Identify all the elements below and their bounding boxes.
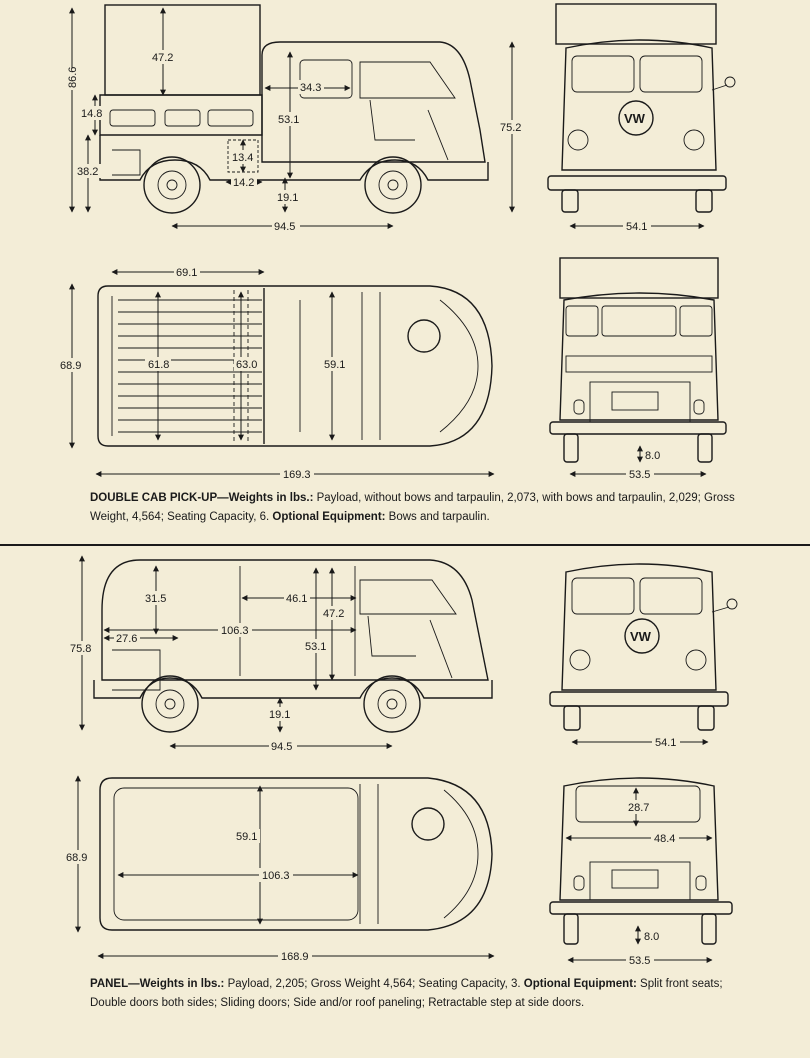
- dim-label: 106.3: [221, 625, 249, 637]
- dim-label: 47.2: [323, 608, 344, 620]
- dim-label: 13.4: [232, 152, 253, 164]
- panel-title: PANEL—Weights in lbs.:: [90, 978, 225, 990]
- dim-label: 75.8: [70, 643, 91, 655]
- dim-label: 68.9: [60, 360, 81, 372]
- dim-label: 59.1: [324, 359, 345, 371]
- dim-label: 54.1: [626, 221, 647, 233]
- dim-label: 28.7: [628, 802, 649, 814]
- dim-label: 8.0: [644, 931, 659, 943]
- dim-label: 14.2: [233, 177, 254, 189]
- panel-top-view: 68.9 59.1 106.3 168.9: [64, 775, 495, 963]
- dim-label: 19.1: [269, 709, 290, 721]
- dim-label: 48.4: [654, 833, 675, 845]
- section-divider: [0, 544, 810, 546]
- dim-label: 47.2: [152, 52, 173, 64]
- dim-label: 69.1: [176, 267, 197, 279]
- dim-label: 19.1: [277, 192, 298, 204]
- dim-label: 63.0: [236, 359, 257, 371]
- dim-label: 169.3: [283, 469, 311, 481]
- double-cab-side-view: 86.6 47.2 14.8 38.2 34.3 53.1 13.4 14.2 …: [62, 4, 524, 233]
- panel-front-view: VW 54.1: [549, 563, 738, 749]
- dim-label: 31.5: [145, 593, 166, 605]
- double-cab-front-view: VW 54.1: [547, 3, 736, 233]
- dim-label: 168.9: [281, 951, 309, 963]
- dim-label: 75.2: [500, 122, 521, 134]
- dim-label: 27.6: [116, 633, 137, 645]
- dim-label: 53.1: [278, 114, 299, 126]
- dim-label: 94.5: [274, 221, 295, 233]
- double-cab-optional-text: Bows and tarpaulin.: [385, 511, 490, 523]
- double-cab-title: DOUBLE CAB PICK-UP—Weights in lbs.:: [90, 492, 314, 504]
- dim-label: 53.5: [629, 955, 650, 967]
- dim-label: 46.1: [286, 593, 307, 605]
- dim-label: 38.2: [77, 166, 98, 178]
- double-cab-weights: Payload, without bows and tarpaulin, 2,0…: [90, 492, 735, 523]
- dim-label: 68.9: [66, 852, 87, 864]
- dim-86-6-label: 86.6: [67, 67, 79, 88]
- panel-caption: PANEL—Weights in lbs.: Payload, 2,205; G…: [90, 975, 750, 1013]
- dim-label: 8.0: [645, 450, 660, 462]
- dim-label: 53.1: [305, 641, 326, 653]
- dim-label: 53.5: [629, 469, 650, 481]
- dim-label: 59.1: [236, 831, 257, 843]
- dim-label: 54.1: [655, 737, 676, 749]
- dim-label: 14.8: [81, 108, 102, 120]
- panel-weights: Payload, 2,205; Gross Weight 4,564; Seat…: [224, 978, 524, 990]
- double-cab-optional-label: Optional Equipment:: [272, 511, 386, 523]
- dim-label: 94.5: [271, 741, 292, 753]
- double-cab-caption: DOUBLE CAB PICK-UP—Weights in lbs.: Payl…: [90, 489, 750, 527]
- panel-optional-label: Optional Equipment:: [523, 978, 637, 990]
- dim-label: 61.8: [148, 359, 169, 371]
- panel-rear-view: 28.7 48.4 8.0 53.5: [549, 777, 733, 967]
- panel-optional-text: Split front seats; Double doors both sid…: [90, 978, 723, 1009]
- dim-label: 34.3: [300, 82, 321, 94]
- double-cab-top-view: 69.1 68.9 61.8 63.0 59.1 169.3: [58, 265, 495, 481]
- svg-text:VW: VW: [630, 629, 652, 644]
- svg-text:VW: VW: [624, 111, 646, 126]
- dim-label: 106.3: [262, 870, 290, 882]
- double-cab-rear-view: 8.0 53.5: [549, 257, 727, 481]
- panel-side-view: 75.8 31.5 27.6 106.3 46.1 47.2 53.1 19.1…: [68, 555, 493, 753]
